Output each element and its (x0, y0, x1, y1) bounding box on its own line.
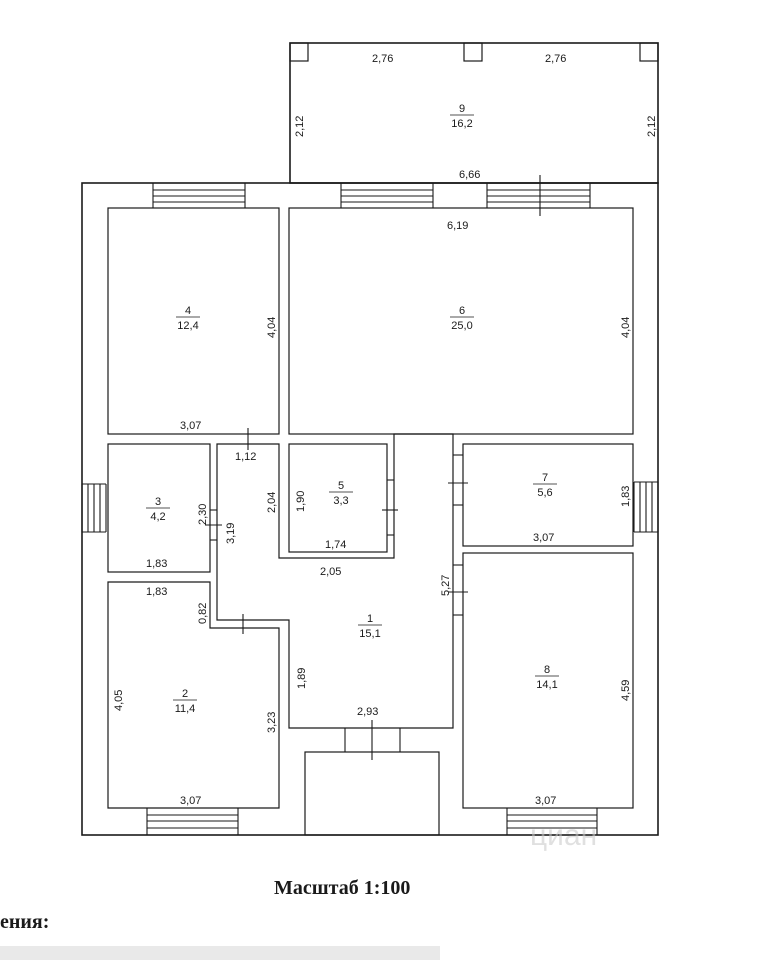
room-area: 5,6 (537, 487, 552, 499)
room-number: 2 (182, 688, 188, 700)
room-label-6: 6 25,0 (450, 305, 474, 332)
room-3-outline (107, 443, 211, 573)
dim-room3-side: 2,30 (197, 504, 209, 525)
room-5-outline (288, 443, 388, 553)
dim-room5-left: 1,90 (295, 491, 307, 512)
window-room3 (81, 483, 107, 533)
dim-hall-bottom: 2,93 (357, 706, 378, 718)
room-number: 1 (367, 613, 373, 625)
room-area: 15,1 (359, 628, 380, 640)
dim-room2-top: 1,83 (146, 586, 167, 598)
dim-room3-bottom: 1,83 (146, 558, 167, 570)
room-4-outline (107, 207, 280, 435)
dim-terrace-bottom: 6,66 (459, 169, 480, 181)
dim-door-1: 1,12 (235, 451, 256, 463)
room-6-outline (288, 207, 634, 435)
room-number: 8 (544, 664, 550, 676)
entrance-door (344, 720, 401, 760)
dim-hall-right: 5,27 (440, 575, 452, 596)
room-2-outline (107, 581, 280, 809)
dim-hall-lower-left: 1,89 (296, 668, 308, 689)
room-number: 4 (185, 305, 191, 317)
window-room8 (506, 807, 598, 836)
room-number: 9 (459, 103, 465, 115)
dim-room8-bottom: 3,07 (535, 795, 556, 807)
room-label-9: 9 16,2 (450, 103, 474, 130)
room-number: 7 (542, 472, 548, 484)
watermark-text: циан (530, 819, 597, 852)
dim-room7-side: 1,83 (620, 486, 632, 507)
dim-terrace-top-left: 2,76 (372, 53, 393, 65)
window-room2 (146, 807, 239, 836)
room-area: 4,2 (150, 511, 165, 523)
dim-room7-bottom: 3,07 (533, 532, 554, 544)
room-label-4: 4 12,4 (176, 305, 200, 332)
legend-heading: ения: (0, 911, 49, 933)
room-label-2: 2 11,4 (173, 688, 197, 715)
dim-room6-side: 4,04 (620, 317, 632, 338)
window-room6-left (340, 182, 434, 209)
dim-room4-side: 4,04 (266, 317, 278, 338)
dim-room2-right: 3,23 (266, 712, 278, 733)
dim-room2-notch: 0,82 (197, 603, 209, 624)
outer-walls (81, 182, 659, 836)
dim-room5-left-outer: 2,04 (266, 492, 278, 513)
room-label-8: 8 14,1 (535, 664, 559, 691)
dim-room6-top: 6,19 (447, 220, 468, 232)
room-label-1: 1 15,1 (358, 613, 382, 640)
window-room4 (152, 182, 246, 209)
dim-terrace-left: 2,12 (294, 116, 306, 137)
room-7-outline (462, 443, 634, 547)
room-number: 3 (155, 496, 161, 508)
room-label-5: 5 3,3 (329, 480, 353, 507)
dim-room5-under: 2,05 (320, 566, 341, 578)
dim-room2-left: 4,05 (113, 690, 125, 711)
door-room6-terrace (486, 175, 591, 216)
room-number: 6 (459, 305, 465, 317)
interior-door-marks (205, 428, 468, 634)
room-label-3: 3 4,2 (146, 496, 170, 523)
dim-corridor-left: 3,19 (225, 523, 237, 544)
dim-terrace-right: 2,12 (646, 116, 658, 137)
dim-room8-side: 4,59 (620, 680, 632, 701)
window-room7 (633, 481, 659, 533)
room-1-outline (216, 433, 454, 729)
room-area: 16,2 (451, 118, 472, 130)
terrace-outline (289, 42, 659, 184)
porch-outline (304, 751, 440, 836)
room-label-7: 7 5,6 (533, 472, 557, 499)
room-area: 11,4 (175, 703, 196, 715)
room-area: 3,3 (333, 495, 348, 507)
blurred-legend-text (0, 946, 440, 960)
dim-room4-bottom: 3,07 (180, 420, 201, 432)
dim-room2-bottom: 3,07 (180, 795, 201, 807)
room-area: 12,4 (177, 320, 198, 332)
room-8-outline (462, 552, 634, 809)
room-area: 14,1 (536, 679, 557, 691)
room-number: 5 (338, 480, 344, 492)
dim-terrace-top-right: 2,76 (545, 53, 566, 65)
room-area: 25,0 (451, 320, 472, 332)
scale-label: Масштаб 1:100 (274, 877, 410, 899)
dim-room5-bottom: 1,74 (325, 539, 346, 551)
